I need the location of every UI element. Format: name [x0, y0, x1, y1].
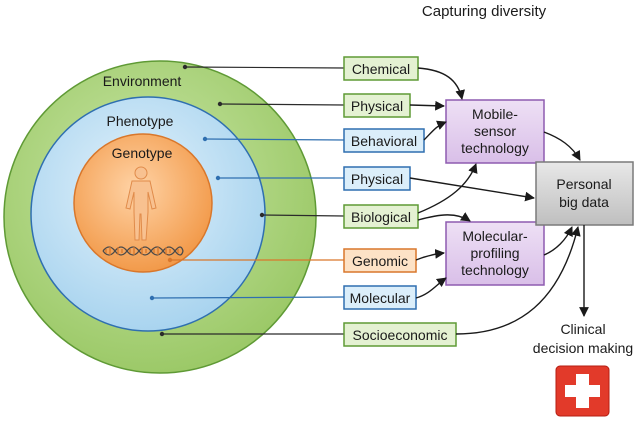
box-socioeconomic: Socioeconomic: [343, 322, 457, 347]
clinical-label-line2: decision making: [533, 340, 633, 356]
medical-cross-icon: [555, 365, 610, 417]
personal-big-data-box: Personal big data: [535, 161, 634, 226]
dna-helix-icon: [102, 246, 184, 256]
box-genomic: Genomic: [343, 248, 417, 273]
svg-text:technology: technology: [461, 262, 529, 278]
svg-text:technology: technology: [461, 140, 529, 156]
svg-text:Biological: Biological: [351, 209, 411, 225]
mobile-sensor-technology-box: Mobile- sensor technology: [445, 99, 545, 164]
svg-text:Chemical: Chemical: [352, 61, 410, 77]
flow-arrows: [409, 67, 589, 335]
svg-text:Socioeconomic: Socioeconomic: [353, 327, 448, 343]
svg-text:sensor: sensor: [474, 123, 516, 139]
box-molecular: Molecular: [343, 285, 417, 310]
connector-lines: [149, 64, 345, 337]
box-behavioral: Behavioral: [343, 128, 425, 153]
box-physical-environment: Physical: [343, 93, 411, 118]
diagram-title: Capturing diversity: [422, 3, 547, 20]
clinical-label-line1: Clinical: [560, 321, 605, 337]
box-physical-phenotype: Physical: [343, 166, 411, 191]
svg-text:Personal: Personal: [556, 176, 611, 192]
human-figure-icon: [125, 166, 157, 241]
genotype-label: Genotype: [112, 145, 173, 161]
phenotype-label: Phenotype: [107, 113, 174, 129]
box-chemical: Chemical: [343, 56, 419, 81]
svg-text:Molecular: Molecular: [350, 290, 411, 306]
svg-text:Physical: Physical: [351, 171, 403, 187]
molecular-profiling-technology-box: Molecular- profiling technology: [445, 221, 545, 286]
svg-text:Molecular-: Molecular-: [462, 228, 528, 244]
svg-text:Mobile-: Mobile-: [472, 106, 518, 122]
box-biological: Biological: [343, 204, 419, 229]
svg-text:Genomic: Genomic: [352, 253, 408, 269]
svg-text:profiling: profiling: [470, 245, 519, 261]
svg-text:Behavioral: Behavioral: [351, 133, 417, 149]
svg-text:big data: big data: [559, 194, 609, 210]
environment-label: Environment: [103, 73, 182, 89]
svg-text:Physical: Physical: [351, 98, 403, 114]
